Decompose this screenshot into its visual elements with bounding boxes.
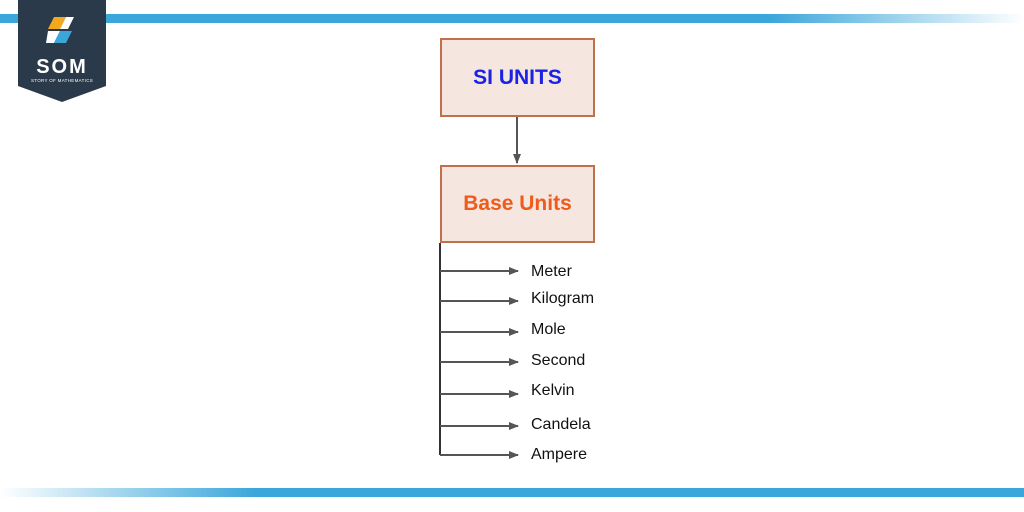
base-units-box: Base Units [440,165,595,243]
unit-label-candela: Candela [531,416,591,433]
logo-subtitle: STORY OF MATHEMATICS [30,78,94,83]
logo-badge-shape [18,0,106,102]
unit-label-meter: Meter [531,263,572,280]
si-units-label: SI UNITS [473,65,562,89]
bottom-accent-bar [0,488,1024,497]
unit-label-mole: Mole [531,321,566,338]
unit-label-kelvin: Kelvin [531,382,575,399]
logo-text: SOM [36,56,88,78]
logo-mark-icon [46,17,74,43]
som-logo: SOM STORY OF MATHEMATICS [18,0,106,102]
si-units-box: SI UNITS [440,38,595,117]
unit-label-kilogram: Kilogram [531,290,595,307]
unit-label-ampere: Ampere [531,446,588,463]
base-units-label: Base Units [463,192,572,215]
top-accent-bar [0,14,1024,23]
unit-label-second: Second [531,352,586,369]
